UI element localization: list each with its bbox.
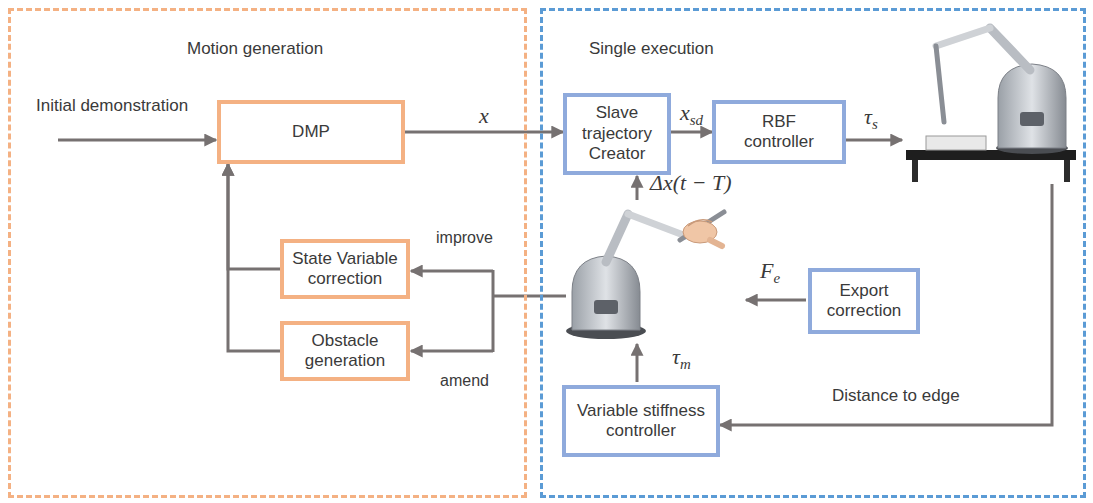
connector [228,164,280,351]
group-region: Single executionSlave trajectory Creator… [540,8,1086,498]
signal-label: xsd [680,100,703,129]
box-text: Slave trajectory Creator [573,103,661,164]
box-text: DMP [292,122,330,142]
work-piece [926,136,986,150]
torque-arrow [846,139,902,142]
process-box: Slave trajectory Creator [563,93,671,174]
group-region: Motion generationDMP State Variable corre… [8,8,527,498]
split-line [493,295,566,298]
subscript: m [680,356,691,372]
group-heading: Single execution [589,39,714,59]
signal-label: Distance to edge [832,386,960,406]
signal-label: Fe [760,258,780,287]
controller-box: RBF controller [712,100,846,164]
signal-label: Δx(t − T) [650,170,732,196]
box-text: State Variable correction [288,249,402,290]
device-body [572,256,640,330]
path-label: amend [440,372,489,390]
device-arm [990,28,1030,70]
signal-label: τm [672,344,691,373]
process-box: DMP [217,100,405,164]
subscript: s [872,116,878,132]
controller-box: Variable stiffness controller [562,385,720,457]
hand-finger [688,220,712,226]
torque-arrow [636,344,639,382]
connector [671,131,712,134]
improve-arrow [411,270,493,273]
box-text: Variable stiffness controller [574,401,708,442]
device-panel [594,300,618,314]
hand-thumb [710,240,722,246]
box-text: Obstacle generation [288,331,402,372]
box-text: Export correction [818,281,910,322]
master-device [566,212,724,339]
device-arm [606,214,628,262]
input-label: Initial demonstration [36,96,188,116]
signal-arrows [58,140,1052,425]
input-arrow [58,139,216,142]
force-arrow [746,299,806,302]
process-box: Export correction [808,268,920,334]
slave-robot [906,28,1076,182]
signal-label: x [479,103,489,129]
device-body [998,64,1066,148]
signal-label: τs [864,104,878,133]
amend-arrow [411,350,493,353]
group-heading: Motion generation [187,39,323,59]
split-line [492,270,495,352]
path-label: improve [436,229,493,247]
offset-arrow [636,176,639,200]
connector [228,164,280,269]
process-box: Obstacle generation [280,321,410,382]
feedback-arrow [720,184,1052,425]
device-arm [936,28,990,46]
device-arm [628,214,686,236]
subscript: sd [690,112,703,128]
device-panel [1020,112,1044,126]
subscript: e [773,270,780,286]
device-tool [936,46,944,122]
platform-leg [1064,160,1070,182]
box-text: RBF controller [728,112,830,153]
process-box: State Variable correction [280,239,410,300]
platform-leg [912,160,918,182]
